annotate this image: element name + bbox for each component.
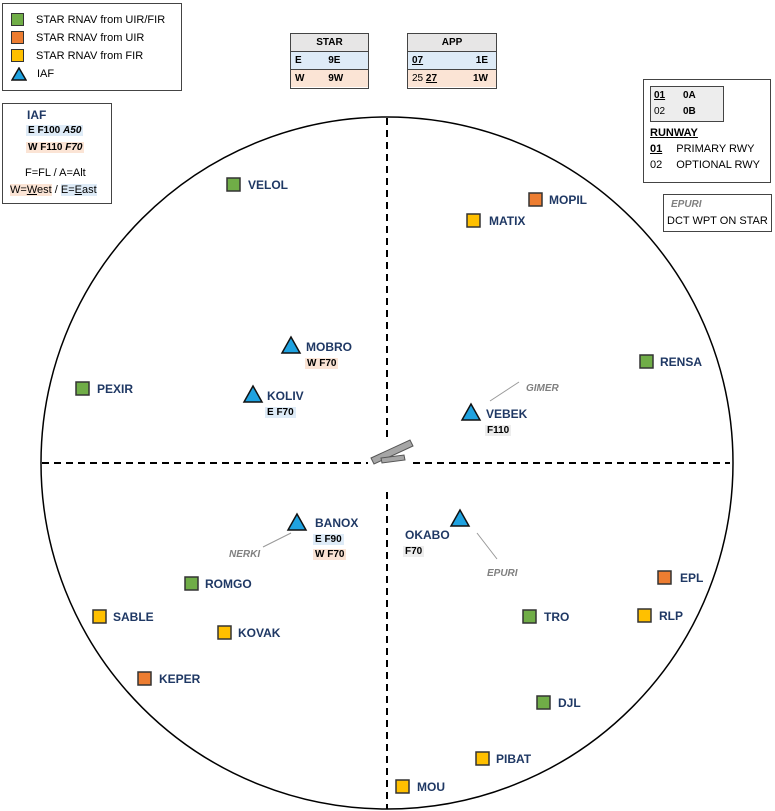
iaf-west-alt: F70 [65, 142, 83, 153]
pexir-symbol [75, 381, 90, 396]
iaf-info-box: IAF E F100 A50 W F110 F70 F=FL / A=Alt W… [2, 103, 112, 204]
vebek-symbol [460, 402, 482, 421]
waypoint-matix: MATIX [489, 214, 526, 228]
djl-symbol [536, 695, 551, 710]
star-row-east: E 9E [291, 51, 368, 70]
koliv-symbol [242, 384, 264, 403]
epuri-dct-line [476, 532, 498, 560]
green-square-icon [11, 13, 24, 26]
runway-sample-table: 01 0A 02 0B [650, 86, 724, 122]
tro-symbol [522, 609, 537, 624]
waypoint-romgo: ROMGO [205, 577, 252, 591]
romgo-symbol [184, 576, 199, 591]
banox-level-west: W F70 [313, 549, 347, 560]
green-waypoint-symbols [75, 177, 654, 710]
star-table: STAR E 9E W 9W [290, 33, 369, 89]
okabo-symbol [449, 508, 471, 527]
legend-box: STAR RNAV from UIR/FIR STAR RNAV from UI… [2, 3, 182, 91]
legend-label: STAR RNAV from UIR [36, 31, 145, 44]
banox-level-east: E F90 [313, 534, 344, 545]
yellow-waypoint-symbols [92, 213, 652, 794]
dct-legend-label: DCT WPT ON STAR [667, 215, 768, 227]
legend-label: STAR RNAV from FIR [36, 49, 144, 62]
triangle-icon [11, 67, 27, 81]
gimer-dct-line [489, 381, 520, 402]
waypoint-koliv: KOLIV [267, 389, 304, 403]
iaf-box-title: IAF [27, 108, 47, 122]
waypoint-sable: SABLE [113, 610, 154, 624]
app-row-west: 25 27 1W [408, 69, 496, 87]
waypoint-djl: DJL [558, 696, 581, 710]
legend-item-uir-fir: STAR RNAV from UIR/FIR [11, 13, 165, 26]
iaf-note-direction: W=West / E=East [10, 184, 97, 196]
star-row-west: W 9W [291, 69, 368, 87]
legend-label: IAF [37, 68, 55, 80]
waypoint-rensa: RENSA [660, 355, 703, 369]
iaf-east-alt: A50 [63, 125, 82, 136]
iaf-box-west-line: W F110 F70 [26, 142, 85, 153]
koliv-level: E F70 [265, 407, 296, 418]
waypoint-kovak: KOVAK [238, 626, 281, 640]
waypoint-banox: BANOX [315, 516, 359, 530]
iaf-box-east-line: E F100 A50 [26, 125, 84, 136]
dct-nerki: NERKI [229, 549, 261, 560]
sable-symbol [92, 609, 107, 624]
dct-gimer: GIMER [526, 383, 559, 394]
east-legend: E=East [60, 184, 97, 196]
legend-label: STAR RNAV from UIR/FIR [36, 13, 166, 26]
waypoint-rlp: RLP [659, 609, 683, 623]
mou-symbol [395, 779, 410, 794]
mopil-symbol [528, 192, 543, 207]
waypoint-mobro: MOBRO [306, 340, 352, 354]
velol-symbol [226, 177, 241, 192]
orange-waypoint-symbols [137, 192, 672, 686]
rensa-symbol [639, 354, 654, 369]
legend-item-iaf: IAF [11, 67, 54, 81]
mobro-symbol [280, 335, 302, 354]
waypoint-keper: KEPER [159, 672, 201, 686]
runway-title: RUNWAY [650, 127, 698, 139]
banox-symbol [286, 512, 308, 531]
waypoint-tro: TRO [544, 610, 570, 624]
epl-symbol [657, 570, 672, 585]
yellow-square-icon [11, 49, 24, 62]
west-legend: W=West [10, 184, 52, 196]
iaf-west-level: W F110 [28, 142, 63, 153]
iaf-east-level: E F100 [28, 125, 61, 136]
okabo-level: F70 [403, 546, 425, 557]
runway-symbol [370, 439, 414, 465]
matix-symbol [466, 213, 481, 228]
star-header: STAR [291, 34, 368, 52]
legend-item-uir: STAR RNAV from UIR [11, 31, 144, 44]
kovak-symbol [217, 625, 232, 640]
pibat-symbol [475, 751, 490, 766]
iaf-note-fl: F=FL / A=Alt [25, 167, 86, 179]
legend-item-fir: STAR RNAV from FIR [11, 49, 143, 62]
waypoint-pibat: PIBAT [496, 752, 532, 766]
iaf-symbols [242, 335, 482, 531]
mobro-level: W F70 [305, 358, 339, 369]
waypoint-okabo: OKABO [405, 528, 450, 542]
dct-legend-wpt: EPURI [671, 199, 702, 210]
app-header: APP [408, 34, 496, 52]
dct-epuri: EPURI [487, 568, 518, 579]
waypoint-epl: EPL [680, 571, 704, 585]
orange-square-icon [11, 31, 24, 44]
keper-symbol [137, 671, 152, 686]
waypoint-mou: MOU [417, 780, 445, 794]
nerki-dct-line [262, 532, 292, 548]
app-row-east: 07 1E [408, 51, 496, 70]
rlp-symbol [637, 608, 652, 623]
waypoint-vebek: VEBEK [486, 407, 528, 421]
vebek-level: F110 [485, 425, 512, 436]
app-table: APP 07 1E 25 27 1W [407, 33, 497, 89]
dct-legend-box: EPURI DCT WPT ON STAR [663, 194, 772, 232]
waypoint-mopil: MOPIL [549, 193, 587, 207]
waypoint-velol: VELOL [248, 178, 289, 192]
waypoint-pexir: PEXIR [97, 382, 134, 396]
